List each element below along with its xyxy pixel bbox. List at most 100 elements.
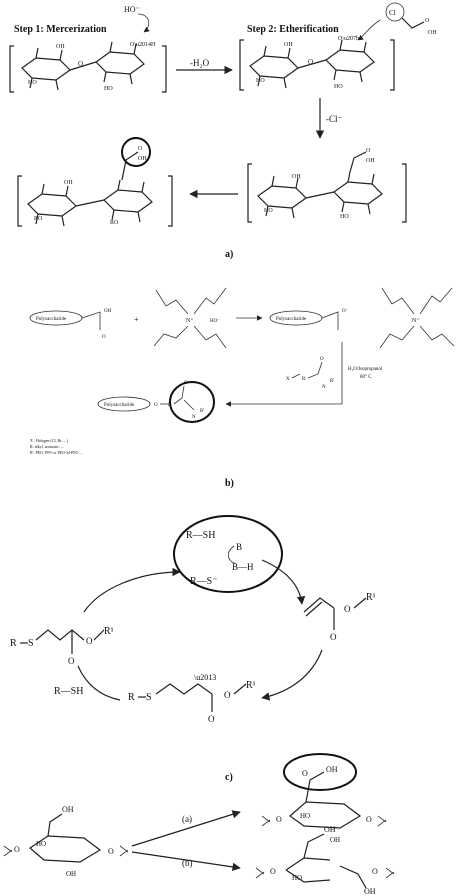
tetrabutylammonium-1: N⁺ — [153, 287, 227, 349]
svg-text:OH: OH — [326, 765, 338, 774]
svg-text:HO: HO — [334, 84, 343, 90]
panel-a-label: a) — [225, 249, 233, 260]
svg-text:N: N — [192, 415, 196, 420]
svg-text:O\u207b: O\u207b — [338, 36, 359, 42]
svg-text:X: X — [286, 377, 290, 382]
minus-chloride-label: -Cl⁻ — [326, 114, 343, 124]
polysaccharide-label-3: Polysaccharide — [104, 403, 135, 408]
svg-text:O: O — [425, 18, 430, 24]
o-label-1: O — [102, 335, 106, 340]
cycle-arrow-top-left — [83, 567, 181, 613]
svg-text:O\u2014H: O\u2014H — [130, 42, 156, 48]
svg-text:HO: HO — [256, 78, 265, 84]
svg-text:HO: HO — [28, 80, 37, 86]
svg-text:OH: OH — [330, 836, 340, 844]
carboxyl-highlight-circle-d — [283, 753, 357, 791]
carboxymethyl-cellulose-product: O OH RO OH RO — [17, 137, 173, 227]
svg-text:OH: OH — [366, 158, 375, 164]
carboxyl-highlight-circle — [121, 137, 151, 167]
legend-x: X : Halogen (Cl, Br, ...) — [30, 438, 69, 444]
svg-text:OH: OH — [66, 870, 76, 878]
svg-text:Cl: Cl — [389, 9, 396, 17]
svg-text:O: O — [330, 632, 337, 642]
svg-text:HO: HO — [340, 214, 349, 220]
panel-b: Polysaccharide OH O + N⁺ HO⁻ Polysacchar… — [29, 287, 455, 489]
svg-text:OH: OH — [364, 887, 376, 896]
svg-text:O: O — [108, 847, 114, 856]
plus-sign: + — [134, 315, 139, 324]
cycle-arrow-right — [261, 559, 306, 605]
oh-label-1: OH — [104, 309, 112, 314]
svg-text:O: O — [68, 656, 75, 666]
svg-text:O: O — [208, 714, 215, 724]
svg-text:O: O — [78, 60, 83, 68]
legend-r-prime: R': PEO, PPO or PEO-bl-PPO ... — [30, 450, 82, 456]
svg-text:O: O — [366, 815, 372, 824]
curved-base-arrow — [227, 545, 237, 565]
conditions-solvent: H₂O/Isopropanol — [348, 367, 383, 372]
svg-text:O: O — [138, 146, 143, 152]
svg-text:O: O — [302, 769, 308, 778]
svg-text:S: S — [146, 692, 152, 703]
polysaccharide-oval-3 — [97, 396, 151, 412]
polysaccharide-label-2: Polysaccharide — [276, 317, 307, 322]
svg-text:HO: HO — [264, 208, 273, 214]
svg-text:OH: OH — [56, 44, 65, 50]
step1-title: Step 1: Mercerization — [14, 24, 107, 35]
cellulose-dimer-1: O HO OH O\u2014H HO — [9, 41, 167, 93]
svg-text:OH: OH — [292, 174, 301, 180]
o-minus-label: O⁻ — [342, 309, 349, 314]
svg-text:O: O — [224, 690, 231, 700]
svg-text:OH: OH — [284, 42, 293, 48]
svg-text:OH: OH — [64, 180, 73, 186]
thiol-top: R—SH — [186, 530, 215, 541]
svg-text:O: O — [366, 148, 371, 154]
polysaccharide-label-1: Polysaccharide — [36, 317, 67, 322]
thiol-left: R—SH — [54, 686, 83, 697]
svg-text:O: O — [270, 867, 276, 876]
svg-text:O: O — [372, 867, 378, 876]
base-bh: B—H — [232, 562, 254, 572]
svg-text:OH: OH — [324, 825, 336, 834]
route-a-label: (a) — [182, 814, 192, 824]
svg-text:O: O — [344, 604, 351, 614]
svg-text:HO: HO — [104, 86, 113, 92]
acrylate-substrate: O O R¹ — [303, 592, 376, 642]
oxidized-product-a: O OH HO OH O O — [261, 753, 387, 844]
svg-text:N: N — [322, 385, 326, 390]
cycle-arrow-left — [77, 665, 121, 701]
panel-b-label: b) — [225, 478, 234, 489]
svg-text:R: R — [128, 692, 135, 703]
legend-r: R: alkyl, aromatic, ... — [30, 444, 64, 450]
carbamate-highlight-circle — [169, 381, 215, 423]
svg-text:O: O — [86, 636, 93, 646]
svg-text:HO: HO — [36, 840, 46, 848]
svg-text:O: O — [14, 845, 20, 854]
panel-d: OH HO OH O O (a) (b) O OH HO OH O O — [3, 753, 395, 896]
svg-text:S: S — [28, 638, 34, 649]
thiolate: R—S⁻ — [190, 576, 218, 587]
glucose-unit: OH HO OH O O — [3, 805, 129, 878]
svg-text:O: O — [320, 357, 324, 362]
hydroxide-label-b: HO⁻ — [210, 319, 220, 324]
step2-title: Step 2: Etherification — [247, 24, 339, 35]
conditions-temperature: 80° C — [360, 375, 372, 380]
svg-text:HO: HO — [292, 874, 302, 882]
svg-text:RO: RO — [34, 216, 43, 222]
cellulose-dimer-2: O HO OH O\u207b HO — [239, 36, 395, 91]
isocyanate-reagent: X R O N R' — [286, 357, 334, 390]
panel-c: R—SH B B—H R—S⁻ R S O O R¹ O O R¹ — [10, 515, 376, 783]
cycle-arrow-bottom — [261, 649, 323, 701]
arrow-route-b — [131, 851, 241, 872]
thioether-product: R S O O R¹ — [10, 626, 114, 666]
oxidized-product-b: OH HO OH O O — [255, 825, 395, 896]
svg-text:OH: OH — [138, 156, 147, 162]
svg-text:OH: OH — [62, 805, 74, 814]
panel-c-label: c) — [225, 772, 233, 783]
svg-text:R: R — [302, 377, 306, 382]
svg-text:R: R — [10, 638, 17, 649]
svg-text:R¹: R¹ — [366, 592, 376, 603]
svg-text:O: O — [308, 58, 313, 66]
thiol-highlight-circle — [173, 515, 283, 593]
